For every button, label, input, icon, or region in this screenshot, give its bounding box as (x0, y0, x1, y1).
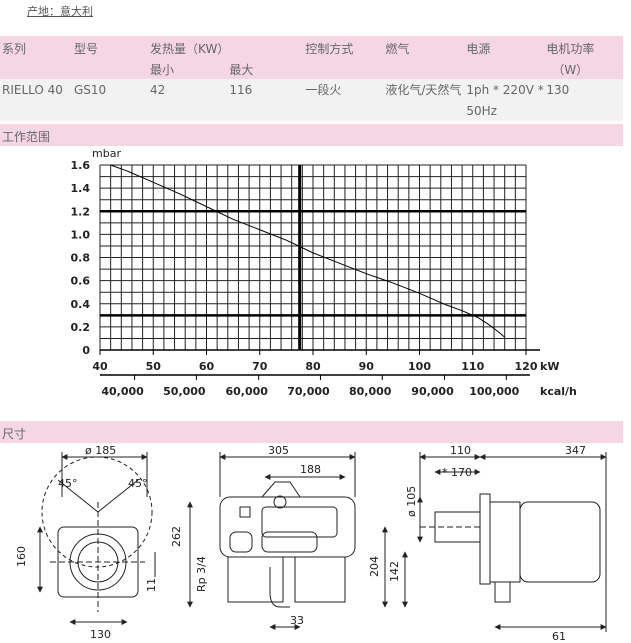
x2-tick-label: 70,000 (287, 385, 330, 398)
spec-data-row-2: 50Hz (0, 100, 623, 121)
x2-axis-label: kcal/h (540, 385, 577, 398)
dim-rear-depth: 61 (552, 630, 566, 643)
x-tick-label: 70 (252, 360, 268, 373)
header-control: 控制方式 (305, 36, 386, 60)
y-axis-label: mbar (92, 147, 121, 160)
x2-tick-label: 90,000 (411, 385, 454, 398)
chart-labels: 0 0.2 0.4 0.6 0.8 1.0 1.2 1.4 1.6 40 50 60 70 80 90 100… (71, 147, 577, 398)
dim-front-width: 130 (90, 628, 111, 641)
x-tick-label: 80 (305, 360, 321, 373)
dim-front-angle2: 45° (128, 477, 148, 490)
section-working-range: 工作范围 (0, 124, 623, 146)
cell-series: RIELLO 40 (0, 79, 74, 100)
x2-tick-label: 50,000 (163, 385, 206, 398)
cell-model: GS10 (74, 79, 150, 100)
spec-table: 系列 型号 发热量（KW） 控制方式 燃气 电源 电机功率 最小 最大 （W） … (0, 36, 623, 121)
dim-side-width: 305 (268, 444, 289, 457)
side-view-drawing (187, 452, 356, 630)
spec-subheader-row: 最小 最大 （W） (0, 60, 623, 79)
dimension-drawings: ø 185 45° 45° 160 130 11 305 188 262 Rp … (15, 444, 607, 643)
dim-side-connection: 33 (290, 614, 304, 627)
x-tick-label: 120 (515, 360, 538, 373)
dim-front-angle1: 45° (58, 477, 78, 490)
rear-view-drawing (382, 452, 607, 632)
x2-tick-label: 100,000 (469, 385, 519, 398)
header-series: 系列 (0, 36, 74, 60)
y-tick-label: 1.0 (71, 228, 91, 241)
dim-rear-height2: 142 (388, 561, 401, 582)
x2-tick-label: 60,000 (225, 385, 268, 398)
dim-side-height: 262 (170, 526, 183, 547)
chart-grid (99, 164, 540, 376)
dim-rear-diameter: ø 105 (405, 486, 418, 517)
dim-front-offset: 11 (145, 578, 158, 592)
x-tick-label: 90 (359, 360, 375, 373)
section-dimensions: 尺寸 (0, 421, 623, 443)
y-tick-label: 0.4 (71, 298, 91, 311)
spec-data-row: RIELLO 40 GS10 42 116 一段火 液化气/天然气 1ph * … (0, 79, 623, 100)
cell-min: 42 (150, 79, 230, 100)
subheader-max: 最大 (229, 60, 306, 79)
x-tick-label: 100 (408, 360, 431, 373)
y-tick-label: 0.8 (71, 252, 91, 265)
header-motor: 电机功率 (546, 36, 623, 60)
header-heat-output: 发热量（KW） (150, 36, 230, 60)
y-tick-label: 1.4 (71, 182, 91, 195)
spec-header-row: 系列 型号 发热量（KW） 控制方式 燃气 电源 电机功率 (0, 36, 623, 60)
x-tick-label: 50 (146, 360, 162, 373)
dim-rear-width3: * 170 (442, 466, 472, 479)
dim-rear-width2: 347 (565, 444, 586, 457)
dim-front-height: 160 (15, 546, 28, 567)
dim-side-depth: 188 (300, 463, 321, 476)
header-gas: 燃气 (385, 36, 467, 60)
dim-rear-width1: 110 (450, 444, 471, 457)
x-tick-label: 60 (199, 360, 215, 373)
y-tick-label: 1.2 (71, 205, 91, 218)
x2-tick-label: 80,000 (349, 385, 392, 398)
cell-power-line2: 50Hz (466, 100, 547, 121)
y-tick-label: 0 (82, 344, 90, 357)
y-tick-label: 0.6 (71, 275, 91, 288)
working-range-chart: 0 0.2 0.4 0.6 0.8 1.0 1.2 1.4 1.6 40 50 60 70 80 90 100… (71, 147, 577, 398)
dim-front-diameter: ø 185 (85, 444, 116, 457)
subheader-min: 最小 (150, 60, 230, 79)
dim-side-pipe: Rp 3/4 (195, 556, 208, 592)
x-tick-label: 40 (92, 360, 108, 373)
dim-rear-height1: 204 (368, 556, 381, 577)
chart-line-layer (110, 164, 506, 338)
pressure-curve (110, 164, 506, 338)
front-view-drawing (37, 452, 156, 625)
cell-max: 116 (229, 79, 306, 100)
header-power: 电源 (466, 36, 547, 60)
x-axis-label: kW (540, 360, 559, 373)
x-tick-label: 110 (461, 360, 484, 373)
cell-motor: 130 (546, 79, 623, 100)
y-tick-label: 0.2 (71, 321, 91, 334)
cell-control: 一段火 (305, 79, 386, 100)
origin-label: 产地：意大利 (27, 5, 93, 18)
cell-power-line1: 1ph * 220V * (466, 79, 547, 100)
y-tick-label: 1.6 (71, 159, 91, 172)
cell-gas: 液化气/天然气 (385, 79, 467, 100)
x2-tick-label: 40,000 (101, 385, 144, 398)
header-model: 型号 (74, 36, 150, 60)
subheader-motor-unit: （W） (546, 60, 623, 79)
